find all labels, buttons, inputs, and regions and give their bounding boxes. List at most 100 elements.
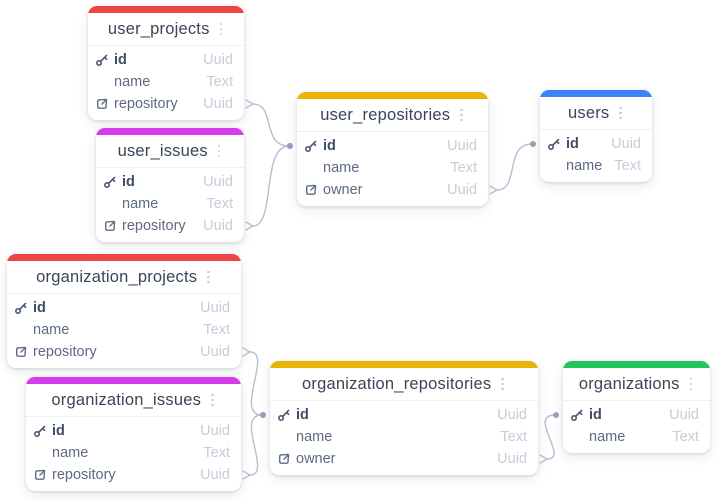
relationship-endpoint-dot <box>287 143 293 149</box>
table-card-user-issues[interactable]: user_issues id Uuid name Text repository… <box>96 128 244 242</box>
field-name: id <box>122 174 135 190</box>
table-card-organization-issues[interactable]: organization_issues id Uuid name Text re… <box>26 377 241 491</box>
field-row-id[interactable]: id Uuid <box>540 133 652 155</box>
table-header: user_issues <box>96 135 244 168</box>
field-row-id[interactable]: id Uuid <box>26 420 241 442</box>
kebab-menu-icon[interactable] <box>617 105 624 122</box>
kebab-menu-icon[interactable] <box>458 107 465 124</box>
field-type: Uuid <box>447 138 477 154</box>
field-row-name[interactable]: name Text <box>26 442 241 464</box>
field-type: Text <box>206 196 233 212</box>
field-type: Uuid <box>497 407 527 423</box>
field-name: id <box>296 407 309 423</box>
table-title: organization_projects <box>36 267 198 286</box>
field-name: owner <box>296 451 336 467</box>
field-row-name[interactable]: name Text <box>563 426 710 448</box>
field-type: Uuid <box>200 467 230 483</box>
field-row-repository[interactable]: repository Uuid <box>7 341 241 363</box>
relationship-line[interactable] <box>496 143 533 191</box>
field-name: name <box>33 322 70 338</box>
field-type: Uuid <box>669 407 699 423</box>
table-title: users <box>568 103 610 122</box>
table-header: user_projects <box>88 13 244 46</box>
field-list: id Uuid name Text <box>563 401 710 453</box>
kebab-menu-icon[interactable] <box>205 269 212 286</box>
field-row-id[interactable]: id Uuid <box>7 297 241 319</box>
field-list: id Uuid name Text repository Uuid <box>96 168 244 242</box>
external-link-icon <box>95 97 109 111</box>
field-name: repository <box>33 344 97 360</box>
table-header: organization_projects <box>7 261 241 294</box>
kebab-menu-icon[interactable] <box>499 376 506 393</box>
field-name: repository <box>114 96 178 112</box>
relationship-line[interactable] <box>544 414 556 460</box>
key-icon <box>277 408 291 422</box>
relationship-line[interactable] <box>252 103 290 147</box>
field-row-name[interactable]: name Text <box>540 155 652 177</box>
field-type: Text <box>206 74 233 90</box>
relationship-line[interactable] <box>249 414 263 476</box>
relationship-line[interactable] <box>249 351 263 416</box>
table-accent-bar <box>563 361 710 368</box>
external-link-icon <box>277 452 291 466</box>
chevron-right-icon <box>242 347 251 357</box>
field-row-id[interactable]: id Uuid <box>96 171 244 193</box>
field-row-name[interactable]: name Text <box>96 193 244 215</box>
field-name: id <box>566 136 579 152</box>
field-row-owner[interactable]: owner Uuid <box>297 179 488 201</box>
chevron-right-icon <box>242 470 251 480</box>
external-link-icon <box>14 345 28 359</box>
key-icon <box>547 137 561 151</box>
field-row-name[interactable]: name Text <box>297 157 488 179</box>
field-type: Uuid <box>497 451 527 467</box>
field-row-name[interactable]: name Text <box>88 71 244 93</box>
field-type: Uuid <box>203 174 233 190</box>
kebab-menu-icon[interactable] <box>209 392 216 409</box>
field-row-owner[interactable]: owner Uuid <box>270 448 538 470</box>
table-card-organizations[interactable]: organizations id Uuid name Text <box>563 361 710 453</box>
field-name: id <box>52 423 65 439</box>
key-icon <box>570 408 584 422</box>
table-accent-bar <box>270 361 538 368</box>
table-card-users[interactable]: users id Uuid name Text <box>540 90 652 182</box>
field-row-name[interactable]: name Text <box>7 319 241 341</box>
field-name: repository <box>122 218 186 234</box>
kebab-menu-icon[interactable] <box>218 21 225 38</box>
field-icon-placeholder <box>547 159 561 173</box>
field-type: Text <box>500 429 527 445</box>
field-row-repository[interactable]: repository Uuid <box>96 215 244 237</box>
field-name: repository <box>52 467 116 483</box>
relationship-endpoint-dot <box>260 412 266 418</box>
table-title: user_projects <box>107 19 210 38</box>
field-row-repository[interactable]: repository Uuid <box>26 464 241 486</box>
kebab-menu-icon[interactable] <box>688 376 695 393</box>
relationship-line[interactable] <box>252 145 290 227</box>
field-type: Uuid <box>611 136 641 152</box>
relationship-endpoint-dot <box>260 412 266 418</box>
table-card-organization-repositories[interactable]: organization_repositories id Uuid name T… <box>270 361 538 475</box>
field-row-repository[interactable]: repository Uuid <box>88 93 244 115</box>
field-type: Uuid <box>203 52 233 68</box>
kebab-menu-icon[interactable] <box>216 143 223 160</box>
key-icon <box>14 301 28 315</box>
field-name: name <box>589 429 626 445</box>
table-card-user-repositories[interactable]: user_repositories id Uuid name Text owne… <box>297 92 488 206</box>
table-title: organizations <box>578 374 680 393</box>
field-icon-placeholder <box>14 323 28 337</box>
field-list: id Uuid name Text owner Uuid <box>297 132 488 206</box>
field-row-id[interactable]: id Uuid <box>563 404 710 426</box>
table-title: organization_repositories <box>302 374 492 393</box>
field-type: Text <box>672 429 699 445</box>
table-header: organizations <box>563 368 710 401</box>
field-row-name[interactable]: name Text <box>270 426 538 448</box>
table-card-organization-projects[interactable]: organization_projects id Uuid name Text … <box>7 254 241 368</box>
field-row-id[interactable]: id Uuid <box>297 135 488 157</box>
table-card-user-projects[interactable]: user_projects id Uuid name Text reposito… <box>88 6 244 120</box>
field-name: name <box>296 429 333 445</box>
field-row-id[interactable]: id Uuid <box>270 404 538 426</box>
field-name: name <box>323 160 360 176</box>
field-row-id[interactable]: id Uuid <box>88 49 244 71</box>
key-icon <box>33 424 47 438</box>
field-name: id <box>323 138 336 154</box>
